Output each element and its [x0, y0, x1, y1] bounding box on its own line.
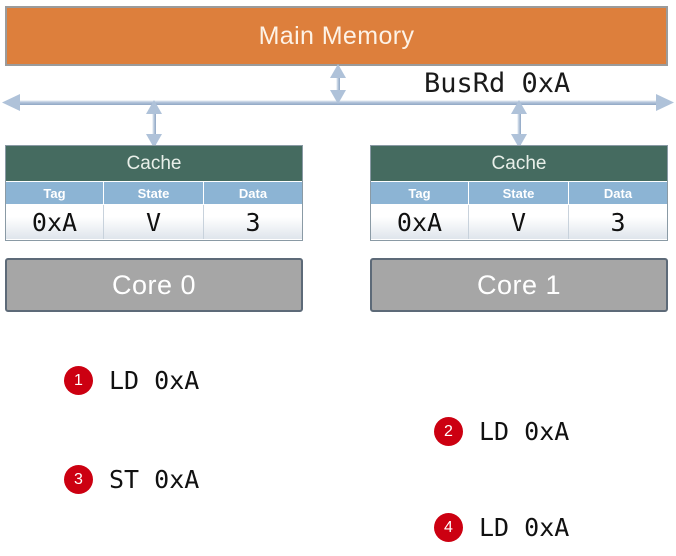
step-item-2: 2 LD 0xA — [434, 417, 569, 446]
cache-block-core1: Cache Tag State Data 0xA V 3 — [370, 145, 668, 241]
step-text-2: LD 0xA — [479, 417, 570, 446]
cache-data-row-core1: 0xA V 3 — [371, 204, 667, 239]
step-text-3: ST 0xA — [109, 465, 200, 494]
cache-col-header-tag-core1: Tag — [371, 182, 469, 204]
step-item-4: 4 LD 0xA — [434, 513, 569, 542]
main-memory-label: Main Memory — [258, 21, 415, 50]
step-badge-3: 3 — [64, 465, 93, 494]
cache-value-state-core1: V — [469, 205, 569, 239]
core-block-0: Core 0 — [5, 258, 303, 312]
step-text-1: LD 0xA — [109, 366, 200, 395]
cache-value-data-core0: 3 — [245, 207, 261, 237]
cache-value-data-core1: 3 — [610, 207, 626, 237]
cache-col-header-tag-core0: Tag — [6, 182, 104, 204]
core-block-1: Core 1 — [370, 258, 668, 312]
bus-transaction-label: BusRd 0xA — [424, 68, 571, 99]
core-label-1: Core 1 — [476, 269, 562, 300]
cache-col-header-data-core0: Data — [238, 185, 268, 201]
core-label-0: Core 0 — [111, 269, 197, 300]
cache-header-row-core1: Tag State Data — [371, 181, 667, 204]
step-text-4: LD 0xA — [479, 513, 570, 542]
step-badge-2: 2 — [434, 417, 463, 446]
cache-header-row-core0: Tag State Data — [6, 181, 302, 204]
main-memory-block: Main Memory — [5, 6, 668, 66]
step-badge-4: 4 — [434, 513, 463, 542]
step-badge-1: 1 — [64, 366, 93, 395]
cache-title-core0: Cache — [6, 146, 302, 181]
cache-col-header-state-core0: State — [104, 182, 204, 204]
cache-col-header-state-core1: State — [469, 182, 569, 204]
cache-block-core0: Cache Tag State Data 0xA V 3 — [5, 145, 303, 241]
cache-value-tag-core0: 0xA — [6, 205, 104, 239]
cache-value-state-core0: V — [104, 205, 204, 239]
step-item-3: 3 ST 0xA — [64, 465, 199, 494]
bus-arrows — [2, 64, 674, 148]
step-item-1: 1 LD 0xA — [64, 366, 199, 395]
cache-value-tag-core1: 0xA — [371, 205, 469, 239]
cache-title-core1: Cache — [371, 146, 667, 181]
cache-data-row-core0: 0xA V 3 — [6, 204, 302, 239]
cache-col-header-data-core1: Data — [603, 185, 633, 201]
